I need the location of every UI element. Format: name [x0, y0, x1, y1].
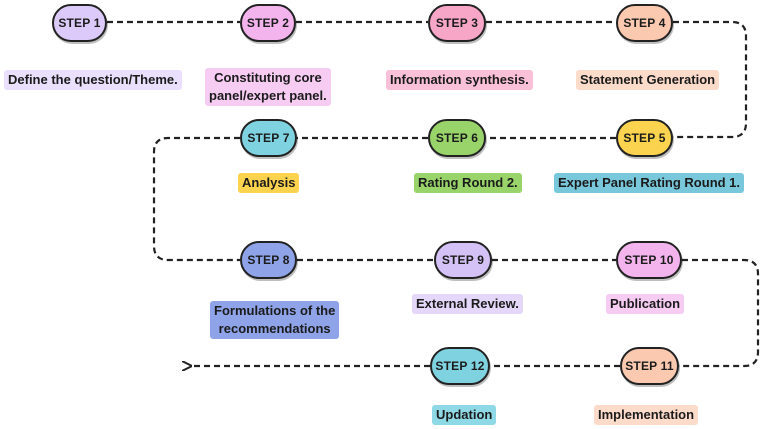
step-11-node: STEP 11	[620, 347, 679, 385]
step-11-label: Implementation	[594, 405, 699, 425]
step-7-label: Analysis	[238, 173, 300, 193]
connector-7-8	[152, 136, 240, 262]
step-4-label: Statement Generation	[576, 70, 720, 90]
step-1-node: STEP 1	[52, 4, 107, 42]
connector-10-11	[679, 258, 760, 368]
step-12-node: STEP 12	[430, 347, 490, 385]
step-7-node: STEP 7	[240, 119, 297, 157]
step-8-label: Formulations of the recommendations	[210, 301, 340, 339]
step-6-node: STEP 6	[428, 119, 486, 157]
step-5-node: STEP 5	[616, 119, 673, 157]
step-9-label: External Review.	[412, 294, 523, 314]
step-2-label: Constituting core panel/expert panel.	[205, 68, 331, 106]
step-2-label-line-2: panel/expert panel.	[209, 88, 327, 103]
step-6-label: Rating Round 2.	[414, 173, 522, 193]
step-10-node: STEP 10	[616, 241, 682, 279]
step-5-label: Expert Panel Rating Round 1.	[554, 173, 745, 193]
step-2-label-line-1: Constituting core	[214, 70, 322, 85]
connector-4-5	[673, 20, 748, 139]
step-8-label-line-1: Formulations of the	[214, 303, 336, 318]
step-10-label: Publication	[606, 294, 685, 314]
step-9-node: STEP 9	[434, 241, 492, 279]
step-3-node: STEP 3	[428, 4, 486, 42]
step-1-label: Define the question/Theme.	[4, 70, 182, 90]
step-8-label-line-2: recommendations	[218, 321, 331, 336]
step-3-label: Information synthesis.	[386, 70, 533, 90]
step-8-node: STEP 8	[240, 241, 297, 279]
step-4-node: STEP 4	[616, 4, 673, 42]
step-2-node: STEP 2	[240, 4, 296, 42]
step-12-label: Updation	[432, 405, 497, 425]
